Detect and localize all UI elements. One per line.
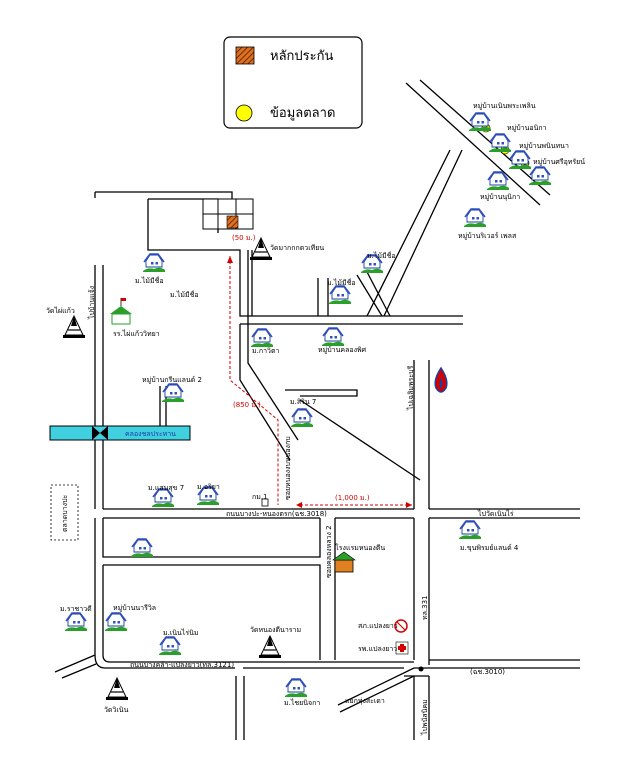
house-icon <box>508 150 532 170</box>
house-icon <box>528 166 552 186</box>
label-intersection: แยกทุ่งสะเดา <box>345 697 385 705</box>
road-network <box>54 79 580 740</box>
label-mb-noen-nirun: หมู่บ้านเนินพระเพลิน <box>473 102 536 110</box>
label-mb-nunika: หมู่บ้านนุนิกา <box>480 193 520 201</box>
label-hotel: โรงแรมหนองตีน <box>335 543 385 552</box>
label-road-bangpa: ถนนบางปะ-หนองตรก(ฉช.3018) <box>226 510 327 518</box>
label-m-ratchaworn: ม.ราชาวดี <box>60 605 92 613</box>
house-icon <box>463 208 487 228</box>
house-icon <box>64 612 88 632</box>
temple-icon <box>105 677 129 701</box>
distance-1000-label: (1,000 ม.) <box>335 494 370 502</box>
temple-icon <box>258 635 282 659</box>
label-m-mai-sin-3: ม.ไม้มีชื่อ <box>367 251 396 260</box>
canal: คลองชลประทาน <box>49 425 191 441</box>
house-icon <box>321 327 345 347</box>
label-mb-phra-nuan: หมู่บ้านพนินทนา <box>519 142 569 150</box>
house-icon <box>104 612 128 632</box>
house-icon <box>250 328 274 348</box>
label-to-rat-samran: ไปวัดเนินไร่ <box>477 509 514 518</box>
label-mb-nirin: หมู่บ้านอนิกา <box>507 124 547 132</box>
legend-box: หลักประกัน ข้อมูลตลาด <box>223 36 363 129</box>
house-icon <box>290 408 314 428</box>
house-icon <box>142 253 166 273</box>
label-mb-sorasak: หมู่บ้านศรีอุทรัยน์ <box>533 158 585 166</box>
label-m-kavita: ม.กาวิตา <box>252 347 279 355</box>
intersection-dot-icon <box>418 666 424 672</box>
distance-850-label: (850 ม.) <box>233 401 261 409</box>
label-m-ariya: ม.อริยา <box>197 483 220 491</box>
label-m-mai-sin-4: ม.ไม้มีชื่อ <box>327 278 356 287</box>
label-to-ban-jaeng: ไปบ้านแจ้ง <box>87 286 96 320</box>
label-wat-phai-kaeo: วัดไผ่แก้ว <box>46 306 75 315</box>
label-rph-plaeng-yao: รพ.แปลงยาว <box>358 645 397 653</box>
label-m-mai-sin-2: ม.ไม้มีชื่อ <box>170 290 199 299</box>
label-m-khun-phirom: ม.ขุนพิรมย์แลนด์ 4 <box>460 544 519 552</box>
house-icon <box>458 520 482 540</box>
label-m-chai-nuchit: ม.ไชยนิจกา <box>284 698 320 707</box>
distance-50-label: (50 ม.) <box>232 234 256 242</box>
label-mb-green-land: หมู่บ้านกรีนแลนด์ 2 <box>142 376 202 384</box>
school-building <box>110 298 132 325</box>
label-school: รร.ไผ่แก้ววิทยา <box>113 329 160 338</box>
label-tt-plaeng-yao: สภ.แปลงยาว <box>358 622 398 630</box>
label-wat-makok: วัดมากกกตวเทียน <box>270 244 324 252</box>
label-road-bangkla: ถนนบางคล้า-แปลงยาว(ทล.3121) <box>130 661 234 669</box>
market-block <box>202 198 254 230</box>
label-mb-kolphikh: หมู่บ้านคลองพิศ <box>318 346 367 354</box>
label-m-mai-sin-1: ม.ไม้มีชื่อ <box>135 276 164 285</box>
police-hospital-icons <box>394 619 409 655</box>
label-soi-nong-ngop: ซอยหนองงบหนองกบ <box>284 436 292 500</box>
route-to-property: (50 ม.) (850 ม.) (1,000 ม.) <box>227 234 412 508</box>
label-soi-klong-luang: ซอยคลองหลวง 2 <box>325 525 333 578</box>
label-market-area: ตลาดบางปะ <box>61 494 69 532</box>
guarantee-marker-icon <box>226 215 239 229</box>
house-icon <box>488 133 512 153</box>
km-post-icon <box>261 498 269 507</box>
label-to-chalong-buri: ไปเฉลิมพระบุรี <box>406 365 415 411</box>
label-m-saen-suk: ม.แสนสุข 7 <box>148 484 184 492</box>
place-labels: วัดมากกกตวเทียน ม.ไม้มีชื่อ ม.ไม้มีชื่อ … <box>46 102 585 736</box>
label-wat-rian-noen: วัดวิเนิน <box>104 706 129 714</box>
label-kom-1: กม.1 <box>252 493 268 501</box>
hotel-building <box>332 551 356 573</box>
gas-station-icon <box>434 366 448 393</box>
house-icon <box>158 636 182 656</box>
label-m-sirin: ม.สิริน 7 <box>290 398 316 406</box>
label-chs-3010: (ฉช.3010) <box>470 668 505 676</box>
label-mb-naree: หมู่บ้านนารีวิล <box>113 604 156 612</box>
label-m-noen-phra: ม.เนินไร่นิม <box>163 628 198 637</box>
label-wat-nong: วัดหนองตีนาราม <box>250 626 301 634</box>
guarantee-swatch-icon <box>235 46 255 65</box>
label-hwy-331: ทล.331 <box>421 596 429 621</box>
house-icon <box>284 678 308 698</box>
legend-market-data-label: ข้อมูลตลาด <box>270 106 335 121</box>
house-icon <box>468 112 492 132</box>
canal-label: คลองชลประทาน <box>125 430 176 438</box>
label-mb-rioch: หมู่บ้านริเวอร์ เพลส <box>458 232 517 240</box>
legend-guarantee-label: หลักประกัน <box>270 49 333 64</box>
house-icon <box>161 383 185 403</box>
label-to-phanom: ไปพนัสนิคม <box>420 699 429 736</box>
temple-icon <box>62 315 86 339</box>
market-data-swatch-icon <box>235 104 253 122</box>
market-area-box <box>50 484 79 541</box>
house-icon <box>486 171 510 191</box>
house-icon <box>130 538 154 558</box>
house-icon <box>328 285 352 305</box>
